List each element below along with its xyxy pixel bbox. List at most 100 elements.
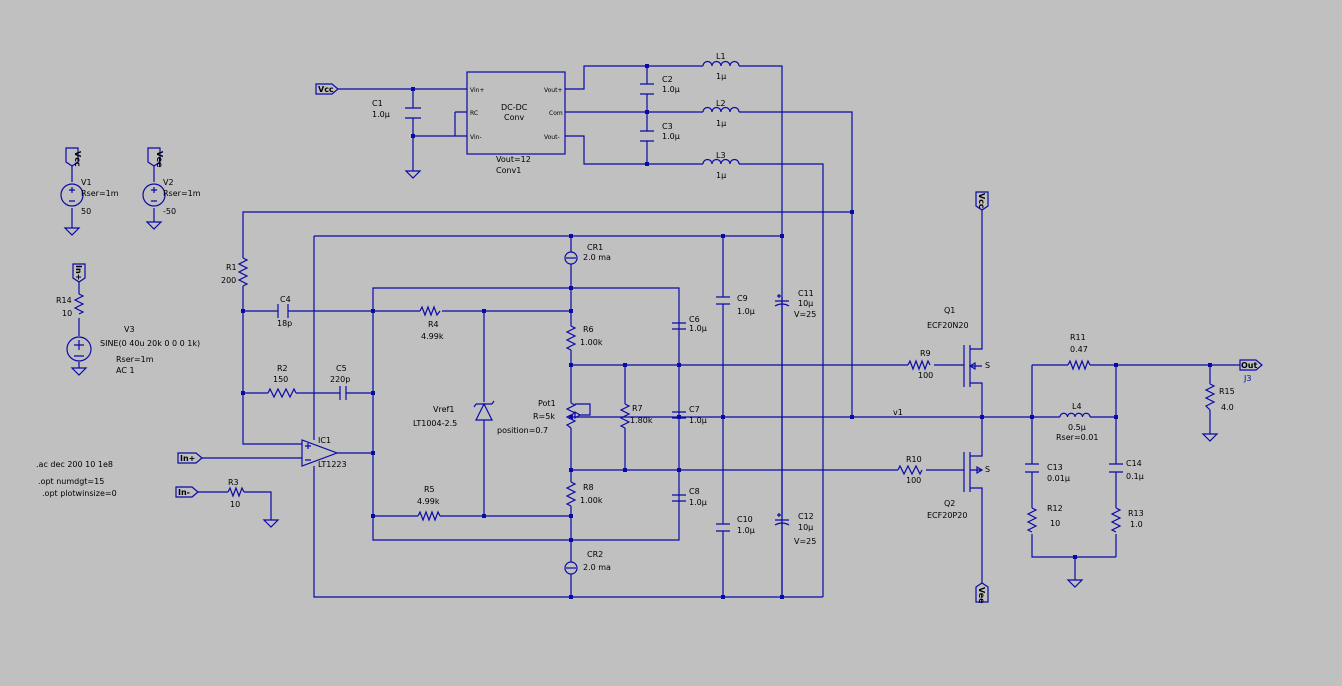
c8: C8 1.0µ — [672, 487, 707, 507]
svg-text:0.1µ: 0.1µ — [1126, 472, 1144, 481]
r6: R6 1.00k — [565, 325, 603, 351]
flag-vcc-converter: Vcc — [318, 85, 334, 94]
svg-text:R7: R7 — [632, 404, 643, 413]
svg-text:LT1223: LT1223 — [318, 460, 347, 469]
cr2: CR2 2.0 ma — [564, 550, 611, 575]
svg-text:4.99k: 4.99k — [417, 497, 440, 506]
svg-text:C6: C6 — [689, 315, 700, 324]
pin-voutp: Vout+ — [544, 87, 563, 94]
r15: R15 4.0 — [1204, 383, 1235, 412]
directive-ac: .ac dec 200 10 1e8 — [36, 460, 113, 469]
pin-vinm: Vin- — [470, 134, 482, 141]
svg-text:4.0: 4.0 — [1221, 403, 1234, 412]
dcdc-converter: Vin+ RC Vin- Vout+ Com Vout- DC-DC Conv … — [466, 71, 566, 175]
conv-name: Conv1 — [496, 166, 521, 175]
r11: R11 0.47 — [1067, 333, 1091, 371]
pin-rc: RC — [470, 110, 478, 117]
svg-text:1µ: 1µ — [716, 72, 726, 81]
svg-text:R15: R15 — [1219, 387, 1235, 396]
svg-text:R5: R5 — [424, 485, 435, 494]
c9: C9 1.0µ — [716, 294, 755, 316]
svg-text:50: 50 — [81, 207, 91, 216]
svg-text:1.0µ: 1.0µ — [689, 324, 707, 333]
svg-text:R14: R14 — [56, 296, 72, 305]
svg-text:Rser=1m: Rser=1m — [163, 189, 201, 198]
c13: C13 0.01µ — [1025, 463, 1070, 483]
vref1-zener: Vref1 LT1004-2.5 — [413, 400, 495, 428]
svg-text:C8: C8 — [689, 487, 700, 496]
svg-text:SINE(0 40u 20k 0 0 0 1k): SINE(0 40u 20k 0 0 0 1k) — [100, 339, 200, 348]
svg-text:Q2: Q2 — [944, 499, 955, 508]
svg-text:R13: R13 — [1128, 509, 1144, 518]
svg-text:10: 10 — [62, 309, 72, 318]
svg-text:V1: V1 — [81, 178, 92, 187]
flag-vcc-q1: Vcc — [977, 193, 986, 209]
svg-text:C7: C7 — [689, 405, 700, 414]
svg-text:V=25: V=25 — [794, 537, 816, 546]
pin-com: Com — [549, 110, 563, 117]
conv-vout: Vout=12 — [496, 155, 531, 164]
svg-text:AC 1: AC 1 — [116, 366, 135, 375]
svg-text:IC1: IC1 — [318, 436, 331, 445]
svg-text:0.47: 0.47 — [1070, 345, 1088, 354]
svg-text:S: S — [985, 465, 990, 474]
r13: R13 1.0 — [1110, 507, 1144, 533]
svg-text:C10: C10 — [737, 515, 753, 524]
flag-inp: In+ — [180, 454, 195, 463]
svg-text:1.0µ: 1.0µ — [662, 132, 680, 141]
svg-text:CR2: CR2 — [587, 550, 603, 559]
ground-symbols — [63, 170, 1219, 588]
net-flags: Vcc Vcc Vee In+ In+ In- Vcc Vee Out J3 — [65, 83, 1263, 604]
svg-text:L1: L1 — [716, 52, 726, 61]
svg-text:R2: R2 — [277, 364, 288, 373]
svg-text:Rser=1m: Rser=1m — [81, 189, 119, 198]
r12: R12 10 — [1026, 504, 1063, 533]
flag-vee-q2: Vee — [977, 587, 986, 604]
svg-text:1.00k: 1.00k — [580, 496, 603, 505]
svg-text:ECF20N20: ECF20N20 — [927, 321, 969, 330]
svg-text:Q1: Q1 — [944, 306, 955, 315]
svg-text:R9: R9 — [920, 349, 931, 358]
r1: R1 200 — [221, 257, 249, 287]
svg-text:0.5µ: 0.5µ — [1068, 423, 1086, 432]
svg-text:100: 100 — [918, 371, 933, 380]
svg-text:LT1004-2.5: LT1004-2.5 — [413, 419, 457, 428]
svg-text:C12: C12 — [798, 512, 814, 521]
svg-text:C1: C1 — [372, 99, 383, 108]
svg-text:100: 100 — [906, 476, 921, 485]
pot1: Pot1 R=5k position=0.7 — [497, 399, 582, 435]
svg-text:Vref1: Vref1 — [433, 405, 454, 414]
svg-text:ECF20P20: ECF20P20 — [927, 511, 967, 520]
l3: L3 1µ — [702, 151, 740, 180]
svg-text:C9: C9 — [737, 294, 748, 303]
c2: C2 1.0µ — [640, 75, 680, 95]
svg-text:R10: R10 — [906, 455, 922, 464]
svg-text:R8: R8 — [583, 483, 594, 492]
svg-text:1.0µ: 1.0µ — [662, 85, 680, 94]
c3: C3 1.0µ — [640, 122, 680, 142]
svg-text:10: 10 — [230, 500, 240, 509]
cr1: CR1 2.0 ma — [564, 243, 611, 265]
flag-inp-v3: In+ — [74, 265, 83, 280]
svg-text:Rser=0.01: Rser=0.01 — [1056, 433, 1098, 442]
svg-text:1.0µ: 1.0µ — [737, 526, 755, 535]
c14: C14 0.1µ — [1109, 459, 1144, 481]
c4: C4 18p — [277, 295, 292, 328]
c10: C10 1.0µ — [716, 515, 755, 535]
svg-text:C3: C3 — [662, 122, 673, 131]
svg-text:4.99k: 4.99k — [421, 332, 444, 341]
svg-text:R6: R6 — [583, 325, 594, 334]
l4: L4 0.5µ Rser=0.01 — [1056, 402, 1098, 442]
svg-text:Pot1: Pot1 — [538, 399, 556, 408]
svg-text:V=25: V=25 — [794, 310, 816, 319]
l2: L2 1µ — [702, 99, 740, 128]
pin-voutm: Vout- — [544, 134, 560, 141]
q2-pmos: Q2 ECF20P20 S — [927, 452, 990, 520]
svg-text:C2: C2 — [662, 75, 673, 84]
svg-text:1µ: 1µ — [716, 119, 726, 128]
pin-vinp: Vin+ — [470, 87, 484, 94]
flag-vee-v2: Vee — [155, 151, 164, 168]
v1-source: V1 Rser=1m 50 — [60, 178, 119, 216]
svg-text:V3: V3 — [124, 325, 135, 334]
